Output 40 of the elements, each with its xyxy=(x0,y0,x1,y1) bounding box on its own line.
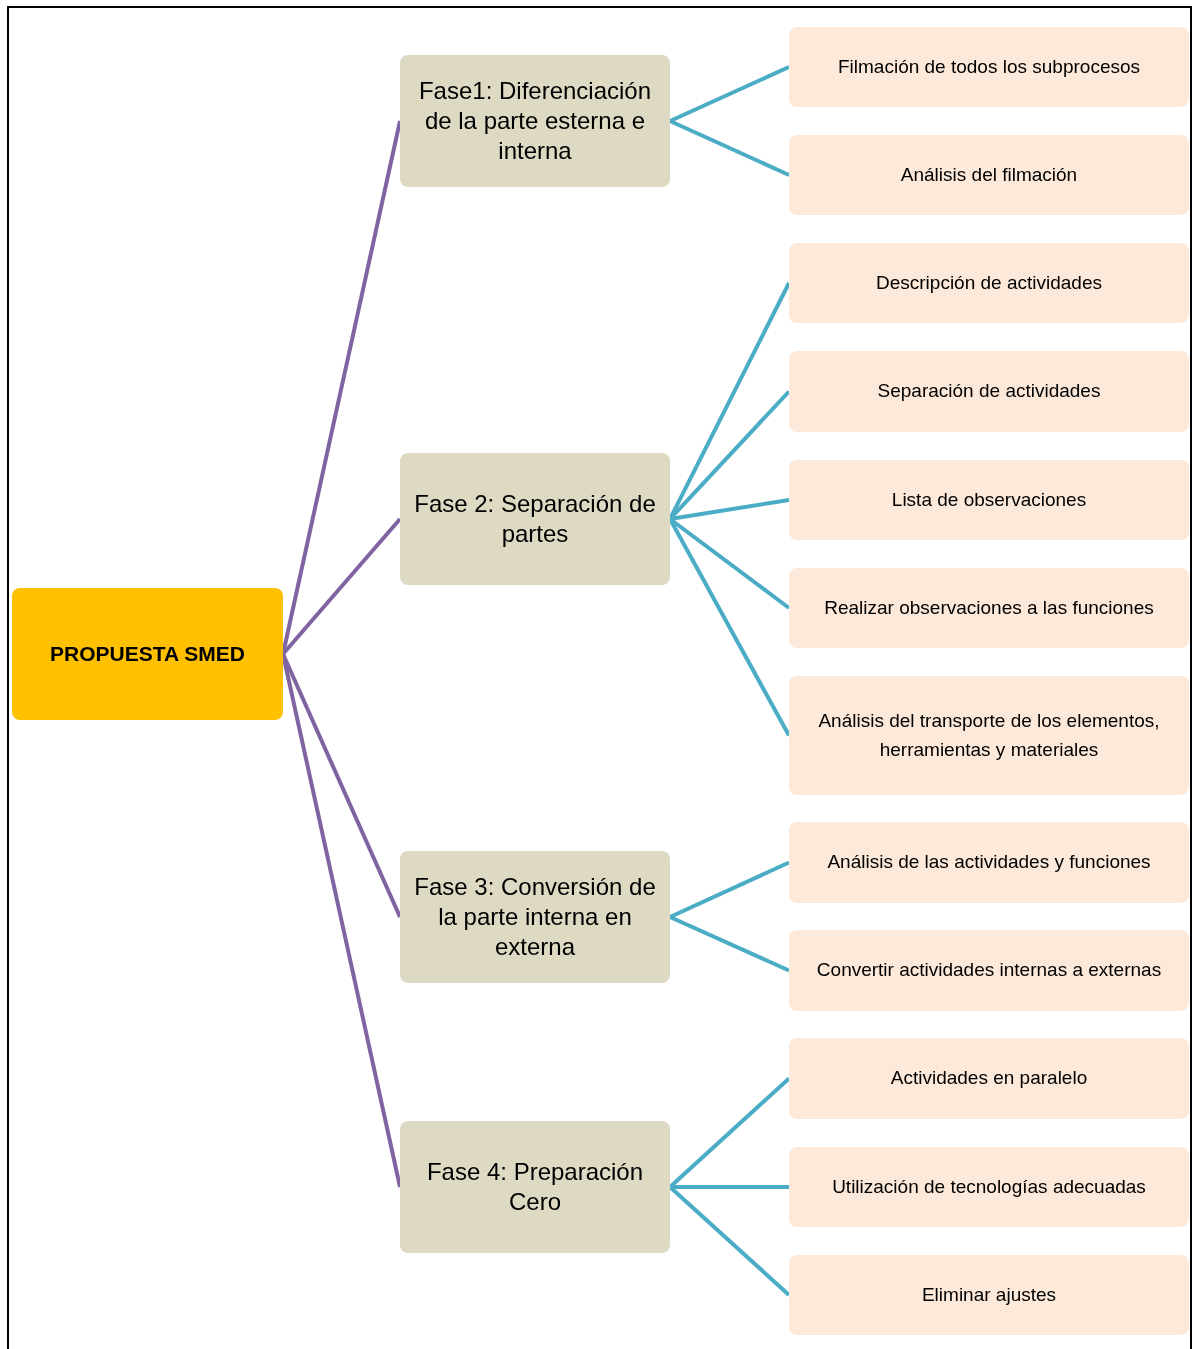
node-label: Separación de actividades xyxy=(877,379,1101,404)
node-label: Filmación de todos los subprocesos xyxy=(837,54,1140,79)
task-box xyxy=(789,822,1189,903)
task-box xyxy=(789,1038,1189,1119)
node-label: Análisis del transporte de los elementos, herramientas y materiales xyxy=(817,709,1161,762)
node-label: Análisis de las actividades y funciones xyxy=(827,850,1151,875)
node-label: Fase 4: Preparación Cero xyxy=(425,1157,645,1217)
task-box xyxy=(789,243,1189,323)
task-box xyxy=(789,930,1189,1011)
phase-box xyxy=(400,851,670,983)
task-box xyxy=(789,1255,1189,1335)
task-box xyxy=(789,135,1189,215)
connector-line xyxy=(669,119,790,177)
node-label: Lista de observaciones xyxy=(891,487,1087,512)
node-label: Utilización de tecnologías adecuadas xyxy=(832,1174,1146,1199)
node-label: Fase 2: Separación de partes xyxy=(413,489,657,549)
connector-line xyxy=(669,65,790,123)
node-label: Descripción de actividades xyxy=(876,270,1102,295)
phase-box xyxy=(400,1121,670,1253)
root-box xyxy=(12,588,283,720)
node-label: Análisis del filmación xyxy=(900,162,1078,187)
phase-box xyxy=(400,55,670,187)
task-box xyxy=(789,351,1189,432)
task-box xyxy=(789,1147,1189,1227)
task-box xyxy=(789,568,1189,648)
task-box xyxy=(789,27,1189,107)
node-label: Convertir actividades internas a externas xyxy=(816,958,1162,983)
connector-line xyxy=(670,1185,789,1189)
connector-line xyxy=(669,915,790,973)
node-label: Fase 3: Conversión de la parte interna en externa xyxy=(413,872,657,962)
phase-box xyxy=(400,453,670,585)
node-label: Fase1: Diferenciación de la parte esterna e interna xyxy=(417,76,653,166)
node-label: PROPUESTA SMED xyxy=(50,642,245,666)
node-label: Actividades en paralelo xyxy=(890,1066,1088,1091)
task-box xyxy=(789,676,1189,795)
task-box xyxy=(789,460,1189,540)
node-label: Eliminar ajustes xyxy=(921,1282,1057,1307)
connector-line xyxy=(669,860,790,919)
connector-line xyxy=(281,653,402,1188)
node-label: Realizar observaciones a las funciones xyxy=(824,595,1154,620)
